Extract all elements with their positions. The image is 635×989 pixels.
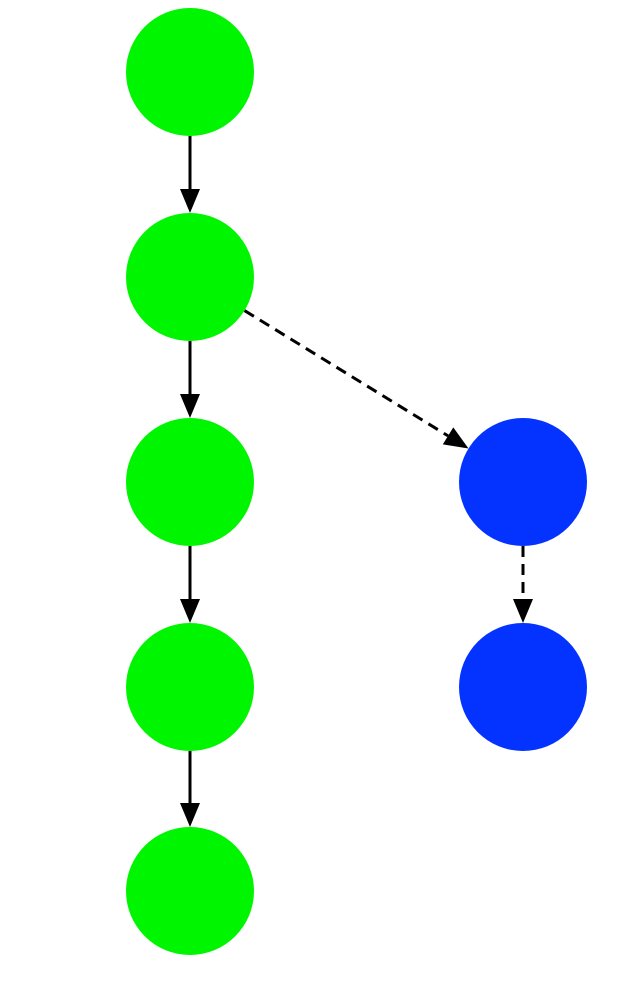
node-b1: [459, 418, 587, 546]
node-g2: [126, 213, 254, 341]
edge-g4-g5: [180, 751, 200, 827]
arrowhead-icon: [180, 803, 200, 827]
arrowhead-icon: [180, 394, 200, 418]
edge-line: [243, 309, 449, 438]
node-layer: [126, 8, 587, 955]
edge-g2-b1: [243, 309, 469, 449]
arrowhead-icon: [442, 427, 469, 449]
arrowhead-icon: [180, 599, 200, 623]
edge-g2-g3: [180, 341, 200, 418]
arrowhead-icon: [180, 189, 200, 213]
node-g5: [126, 827, 254, 955]
node-g4: [126, 623, 254, 751]
edge-g1-g2: [180, 136, 200, 213]
arrowhead-icon: [513, 599, 533, 623]
edge-b1-b2: [513, 546, 533, 623]
edge-layer: [180, 136, 533, 827]
node-g3: [126, 418, 254, 546]
node-g1: [126, 8, 254, 136]
edge-g3-g4: [180, 546, 200, 623]
node-b2: [459, 623, 587, 751]
